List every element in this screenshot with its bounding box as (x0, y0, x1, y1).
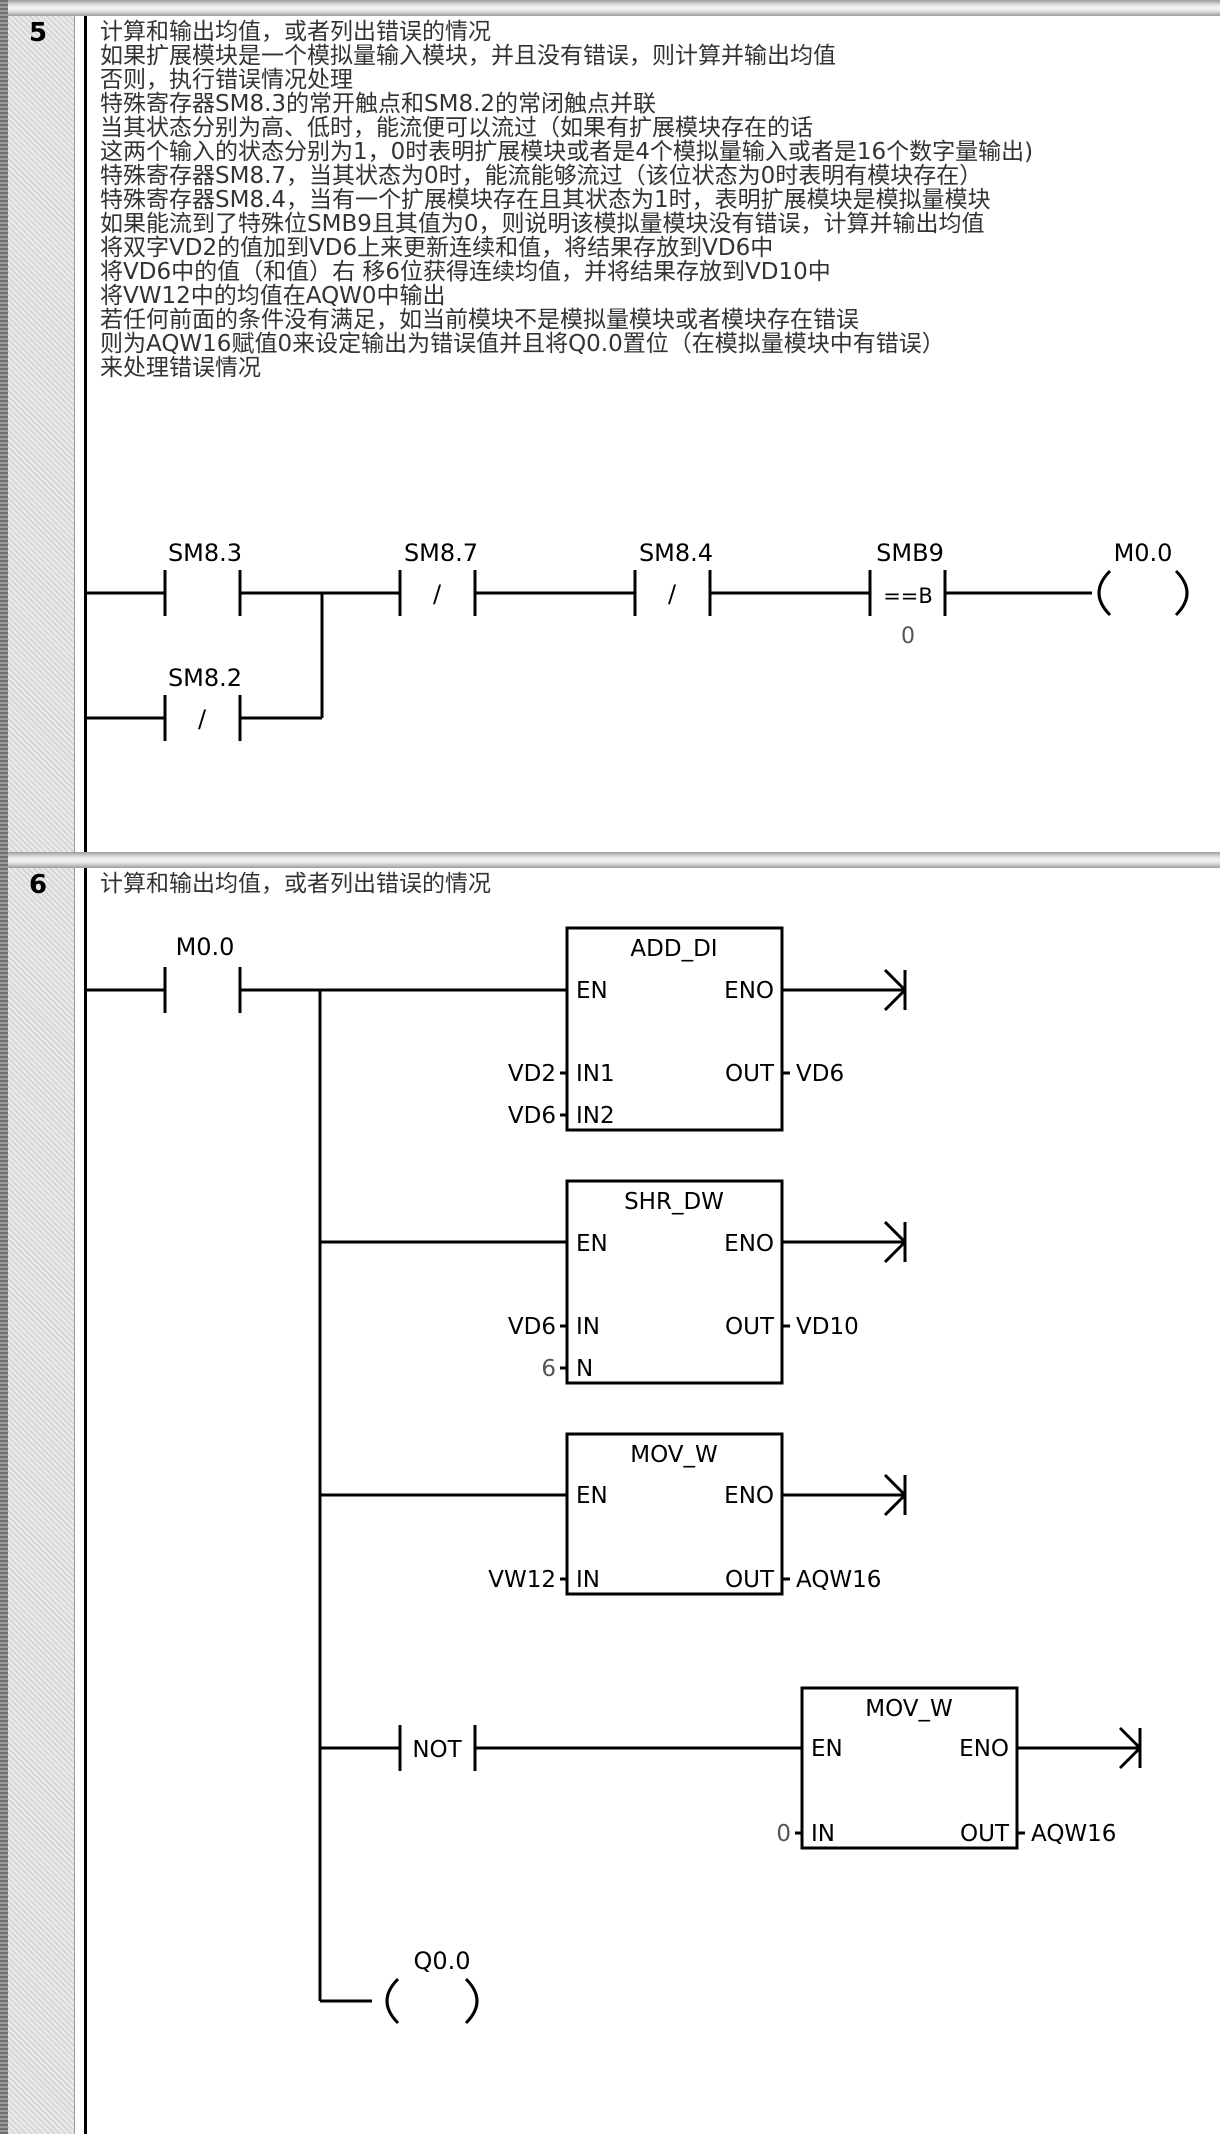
block-title: MOV_W (630, 1442, 718, 1468)
in1-pin: IN1 (576, 1061, 615, 1087)
out-pin: OUT (725, 1061, 775, 1087)
ladder-network-5: SM8.3 SM8.7 / SM8.4 / SMB9 ==B 0 (86, 539, 1189, 741)
network-separator (8, 852, 1220, 868)
block-title: SHR_DW (624, 1189, 724, 1215)
comment-line: 这两个输入的状态分别为1，0时表明扩展模块或者是4个模拟量输入或者是16个数字量… (100, 139, 1034, 165)
comment-line: 如果能流到了特殊位SMB9且其值为0，则说明该模拟量模块没有错误，计算并输出均值 (100, 211, 985, 237)
coil-m0-0[interactable]: M0.0 (1097, 539, 1189, 617)
contact-address: SM8.4 (639, 539, 713, 567)
contact-sm8-2[interactable]: SM8.2 / (163, 664, 242, 741)
comment-line: 如果扩展模块是一个模拟量输入模块，并且没有错误，则计算并输出均值 (100, 43, 836, 69)
compare-operand: 0 (901, 624, 915, 649)
in-operand: VD6 (508, 1314, 556, 1340)
add-di-block[interactable]: ADD_DI EN ENO IN1 IN2 OUT VD2 VD6 VD6 (508, 926, 844, 1132)
comment-line: 来处理错误情况 (100, 355, 261, 381)
comment-line: 将VW12中的均值在AQW0中输出 (100, 283, 446, 309)
contact-sm8-3[interactable]: SM8.3 (163, 539, 242, 616)
network-comment[interactable]: 计算和输出均值，或者列出错误的情况 如果扩展模块是一个模拟量输入模块，并且没有错… (100, 20, 1220, 380)
eno-arrow (782, 1473, 907, 1517)
contact-symbol: / (433, 580, 442, 608)
contact-sm8-4[interactable]: SM8.4 / (633, 539, 713, 616)
eno-pin: ENO (724, 1483, 774, 1509)
contact-address: M0.0 (176, 933, 235, 961)
comment-line: 否则，执行错误情况处理 (100, 67, 353, 93)
en-pin: EN (811, 1736, 843, 1762)
n-pin: N (576, 1356, 593, 1382)
out-operand: AQW16 (1031, 1821, 1116, 1847)
editor-edge-stripe (0, 0, 8, 2134)
network-number: 5 (28, 18, 48, 48)
network-5-wires (86, 591, 1092, 720)
in-pin: IN (576, 1567, 600, 1593)
eno-pin: ENO (724, 1231, 774, 1257)
in-pin: IN (576, 1314, 600, 1340)
out-operand: AQW16 (796, 1567, 881, 1593)
in1-operand: VD2 (508, 1061, 556, 1087)
comment-line: 特殊寄存器SM8.3的常开触点和SM8.2的常闭触点并联 (100, 91, 657, 117)
block-title: ADD_DI (630, 936, 717, 962)
comment-line: 特殊寄存器SM8.7，当其状态为0时，能流能够流过（该位状态为0时表明有模块存在… (100, 163, 983, 189)
network-gutter (8, 0, 75, 2134)
comment-line: 若任何前面的条件没有满足，如当前模块不是模拟量模块或者模块存在错误 (100, 307, 859, 333)
comment-line: 特殊寄存器SM8.4，当有一个扩展模块存在且其状态为1时，表明扩展模块是模拟量模… (100, 187, 991, 213)
coil-address: M0.0 (1114, 539, 1173, 567)
comment-line: 计算和输出均值，或者列出错误的情况 (100, 19, 491, 45)
en-pin: EN (576, 978, 608, 1004)
out-pin: OUT (725, 1567, 775, 1593)
shr-dw-block[interactable]: SHR_DW EN ENO IN N OUT VD6 6 VD10 (508, 1179, 859, 1385)
comment-line: 将双字VD2的值加到VD6上来更新连续和值，将结果存放到VD6中 (100, 235, 774, 261)
eno-arrow (782, 1220, 907, 1264)
contact-symbol: / (198, 705, 207, 733)
mov-w-block-2[interactable]: MOV_W EN ENO IN OUT 0 AQW16 (776, 1686, 1116, 1850)
n-operand: 6 (541, 1356, 556, 1382)
comment-line: 当其状态分别为高、低时，能流便可以流过（如果有扩展模块存在的话 (100, 115, 813, 141)
contact-sm8-7[interactable]: SM8.7 / (398, 539, 478, 616)
network-comment[interactable]: 计算和输出均值，或者列出错误的情况 (100, 872, 1220, 896)
in2-operand: VD6 (508, 1103, 556, 1129)
network-number: 6 (28, 870, 48, 900)
compare-operator: ==B (883, 584, 933, 608)
comment-line: 计算和输出均值，或者列出错误的情况 (100, 871, 491, 897)
block-title: MOV_W (865, 1696, 953, 1722)
network-separator (8, 0, 1220, 16)
out-operand: VD10 (796, 1314, 859, 1340)
contact-address: SM8.2 (168, 664, 242, 692)
eno-pin: ENO (724, 978, 774, 1004)
power-rail (84, 868, 87, 2134)
comment-line: 将VD6中的值（和值）右 移6位获得连续均值，并将结果存放到VD10中 (100, 259, 831, 285)
out-pin: OUT (725, 1314, 775, 1340)
contact-address: SMB9 (876, 539, 944, 567)
contact-address: SM8.3 (168, 539, 242, 567)
out-pin: OUT (960, 1821, 1010, 1847)
in2-pin: IN2 (576, 1103, 615, 1129)
contact-address: SM8.7 (404, 539, 478, 567)
in-pin: IN (811, 1821, 835, 1847)
not-label: NOT (412, 1737, 462, 1763)
coil-address: Q0.0 (413, 1947, 470, 1975)
coil-q0-0[interactable]: Q0.0 (385, 1947, 479, 2025)
mov-w-block-1[interactable]: MOV_W EN ENO IN OUT VW12 AQW16 (488, 1432, 881, 1596)
compare-contact-smb9[interactable]: SMB9 ==B 0 (868, 539, 947, 649)
comment-line: 则为AQW16赋值0来设定输出为错误值并且将Q0.0置位（在模拟量模块中有错误） (100, 331, 945, 357)
contact-symbol: / (668, 580, 677, 608)
eno-arrow (782, 968, 907, 1012)
out-operand: VD6 (796, 1061, 844, 1087)
network-6-wires (86, 988, 802, 2003)
in-operand: 0 (776, 1821, 791, 1847)
not-contact[interactable]: NOT (398, 1725, 477, 1771)
en-pin: EN (576, 1231, 608, 1257)
eno-arrow (1017, 1726, 1142, 1770)
eno-pin: ENO (959, 1736, 1009, 1762)
in-operand: VW12 (488, 1567, 556, 1593)
en-pin: EN (576, 1483, 608, 1509)
power-rail (84, 16, 87, 852)
contact-m0-0[interactable]: M0.0 (163, 933, 242, 1013)
